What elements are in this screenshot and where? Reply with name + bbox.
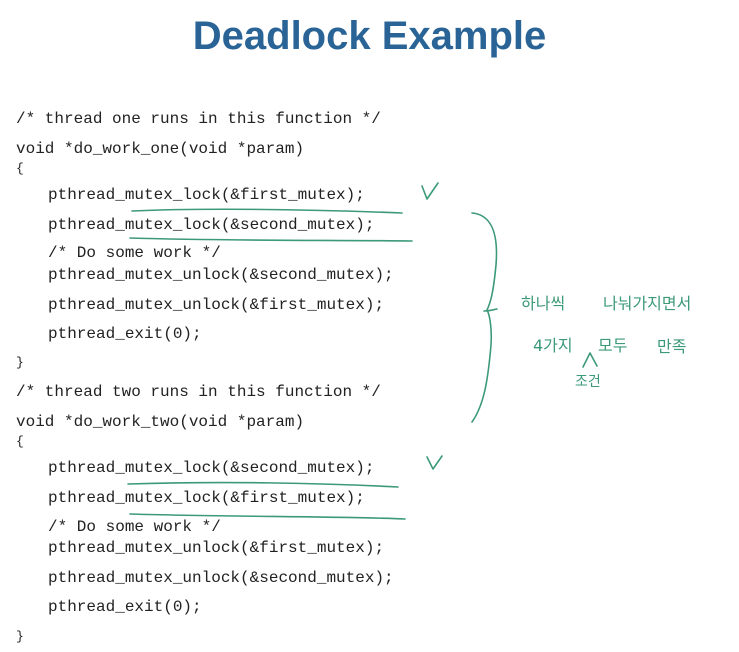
code-unlock-second-one: pthread_mutex_unlock(&second_mutex); — [48, 266, 394, 284]
underline-stroke — [129, 237, 413, 242]
code-work-comment-two: /* Do some work */ — [48, 518, 221, 536]
annotation-text-4gaji: 4가지 — [533, 336, 573, 355]
code-lock-second-one: pthread_mutex_lock(&second_mutex); — [48, 216, 375, 234]
annotation-text-manjok: 만족 — [657, 337, 686, 356]
check-mark-icon — [426, 455, 443, 470]
brace-stroke — [471, 212, 498, 423]
code-open-brace-one: { — [16, 161, 24, 176]
annotation-text-hanassik: 하나씩 — [521, 294, 565, 313]
code-comment-thread-two: /* thread two runs in this function */ — [16, 383, 381, 401]
code-function-signature-one: void *do_work_one(void *param) — [16, 140, 305, 158]
check-mark-icon — [421, 182, 439, 200]
code-exit-one: pthread_exit(0); — [48, 325, 202, 343]
code-unlock-first-one: pthread_mutex_unlock(&first_mutex); — [48, 296, 385, 314]
code-close-brace-one: } — [16, 355, 24, 370]
slide-title: Deadlock Example — [192, 14, 547, 58]
code-exit-two: pthread_exit(0); — [48, 598, 202, 616]
code-lock-second-two: pthread_mutex_lock(&second_mutex); — [48, 459, 375, 477]
code-unlock-first-two: pthread_mutex_unlock(&first_mutex); — [48, 539, 385, 557]
annotation-text-nanugajimyeonseo: 나눠가지면서 — [603, 294, 691, 313]
annotation-text-jogeon: 조건 — [575, 374, 601, 390]
caret-stroke — [582, 352, 598, 368]
code-close-brace-two: } — [16, 629, 24, 644]
code-open-brace-two: { — [16, 434, 24, 449]
brace-stroke — [483, 308, 498, 312]
annotation-text-modu: 모두 — [598, 336, 627, 355]
code-function-signature-two: void *do_work_two(void *param) — [16, 413, 305, 431]
underline-stroke — [131, 208, 403, 214]
code-comment-thread-one: /* thread one runs in this function */ — [16, 110, 381, 128]
code-lock-first-two: pthread_mutex_lock(&first_mutex); — [48, 489, 365, 507]
underline-stroke — [127, 481, 399, 488]
code-unlock-second-two: pthread_mutex_unlock(&second_mutex); — [48, 569, 394, 587]
code-lock-first-one: pthread_mutex_lock(&first_mutex); — [48, 186, 365, 204]
code-work-comment-one: /* Do some work */ — [48, 244, 221, 262]
